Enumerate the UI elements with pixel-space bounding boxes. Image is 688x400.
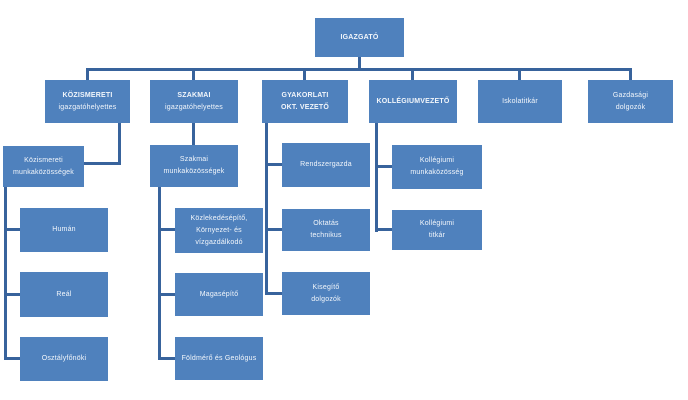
node-gazdasagi-dolgozok: Gazdasági dolgozók <box>588 80 673 123</box>
node-iskolatitkar: Iskolatitkár <box>478 80 562 123</box>
node-label: igazgatóhelyettes <box>165 103 223 111</box>
node-kozlekedesepito-kornyezet-vizgazdalkodo: Közlekedésépítő, Környezet- és vízgazdál… <box>175 208 263 253</box>
node-szakmai-munkakozossegek: Szakmai munkaközösségek <box>150 145 238 187</box>
connector-stub-kollegiumi-titkar <box>375 228 392 231</box>
node-szakmai-igazgatohelyettes: SZAKMAI igazgatóhelyettes <box>150 80 238 123</box>
node-label: Osztályfőnöki <box>41 355 87 362</box>
connector-stub-kozlekedes <box>158 228 175 231</box>
connector-kozismereti-elbow-h <box>84 162 121 165</box>
connector-kollegium-trunk <box>375 123 378 232</box>
node-label: KOLLÉGIUMVEZETŐ <box>376 97 450 105</box>
node-rendszergazda: Rendszergazda <box>282 143 370 187</box>
node-magasepito: Magasépítő <box>175 273 263 316</box>
node-label: Gazdasági <box>612 91 649 99</box>
connector-stub-kisegito <box>265 292 282 295</box>
connector-drop-szakmai <box>192 68 195 80</box>
node-human: Humán <box>20 208 108 252</box>
connector-stub-osztalyfonoki <box>4 357 20 360</box>
node-label: Közismereti <box>24 156 63 164</box>
node-foldmero-es-geologus: Földmérő és Geológus <box>175 337 263 380</box>
connector-stub-foldmero <box>158 357 175 360</box>
node-label: Iskolatitkár <box>502 97 538 105</box>
node-label: igazgatóhelyettes <box>58 103 117 111</box>
connector-drop-gyakorlati <box>303 68 306 80</box>
node-kisegito-dolgozok: Kisegítő dolgozók <box>282 272 370 315</box>
node-label: dolgozók <box>615 103 646 111</box>
connector-kozismereti-trunk <box>4 187 7 360</box>
node-label: GYAKORLATI <box>281 91 329 99</box>
node-label: Szakmai <box>179 156 209 163</box>
connector-drop-iskolatitkar <box>518 68 521 80</box>
connector-kozismereti-elbow-v <box>118 123 121 165</box>
node-kollegiumvezeto: KOLLÉGIUMVEZETŐ <box>369 80 457 123</box>
node-osztalyfonoki: Osztályfőnöki <box>20 337 108 381</box>
node-label: titkár <box>428 232 446 239</box>
node-label: Humán <box>52 226 76 233</box>
node-oktatas-technikus: Oktatás technikus <box>282 209 370 251</box>
connector-stub-magasepito <box>158 293 175 296</box>
connector-stub-kollegiumi-mk <box>375 165 392 168</box>
node-label: Környezet- és <box>196 226 242 234</box>
node-kollegiumi-munkakozosseg: Kollégiumi munkaközösség <box>392 145 482 189</box>
connector-stub-real <box>4 293 20 296</box>
node-label: OKT. VEZETŐ <box>280 103 330 111</box>
node-label: munkaközösség <box>410 169 464 176</box>
connector-stub-rendszergazda <box>265 163 282 166</box>
node-label: dolgozók <box>311 295 341 303</box>
connector-szakmai-trunk <box>158 187 161 360</box>
node-label: munkaközösségek <box>163 168 225 175</box>
node-label: IGAZGATÓ <box>340 33 379 41</box>
connector-drop-gazdasagi <box>629 68 632 80</box>
node-label: Földmérő és Geológus <box>181 354 257 362</box>
node-real: Reál <box>20 272 108 317</box>
node-label: Kollégiumi <box>419 157 455 164</box>
node-kozismereti-munkakozossegek: Közismereti munkaközösségek <box>3 146 84 187</box>
node-kollegiumi-titkar: Kollégiumi titkár <box>392 210 482 250</box>
node-label: Kisegítő <box>312 283 340 291</box>
node-gyakorlati-okt-vezeto: GYAKORLATI OKT. VEZETŐ <box>262 80 348 123</box>
connector-root-stem <box>358 57 361 69</box>
node-label: Oktatás <box>313 220 339 227</box>
node-label: SZAKMAI <box>177 91 211 99</box>
node-label: Reál <box>56 290 72 298</box>
node-label: Magasépítő <box>199 290 239 298</box>
node-label: Rendszergazda <box>300 161 352 168</box>
connector-stub-human <box>4 228 20 231</box>
node-label: Közlekedésépítő, <box>190 214 248 222</box>
connector-top-trunk <box>86 68 632 71</box>
node-label: vízgazdálkodó <box>195 238 243 246</box>
connector-gyakorlati-trunk <box>265 123 268 295</box>
node-label: technikus <box>310 232 342 239</box>
node-label: munkaközösségek <box>13 168 74 176</box>
node-label: Kollégiumi <box>419 220 455 227</box>
connector-drop-kozismereti <box>86 68 89 80</box>
node-kozismereti-igazgatohelyettes: KÖZISMERETI igazgatóhelyettes <box>45 80 130 123</box>
connector-szakmai-stem <box>192 123 195 145</box>
node-igazgato: IGAZGATÓ <box>315 18 404 57</box>
connector-drop-kollegiumvezeto <box>411 68 414 80</box>
connector-stub-oktatas <box>265 228 282 231</box>
node-label: KÖZISMERETI <box>62 91 113 99</box>
